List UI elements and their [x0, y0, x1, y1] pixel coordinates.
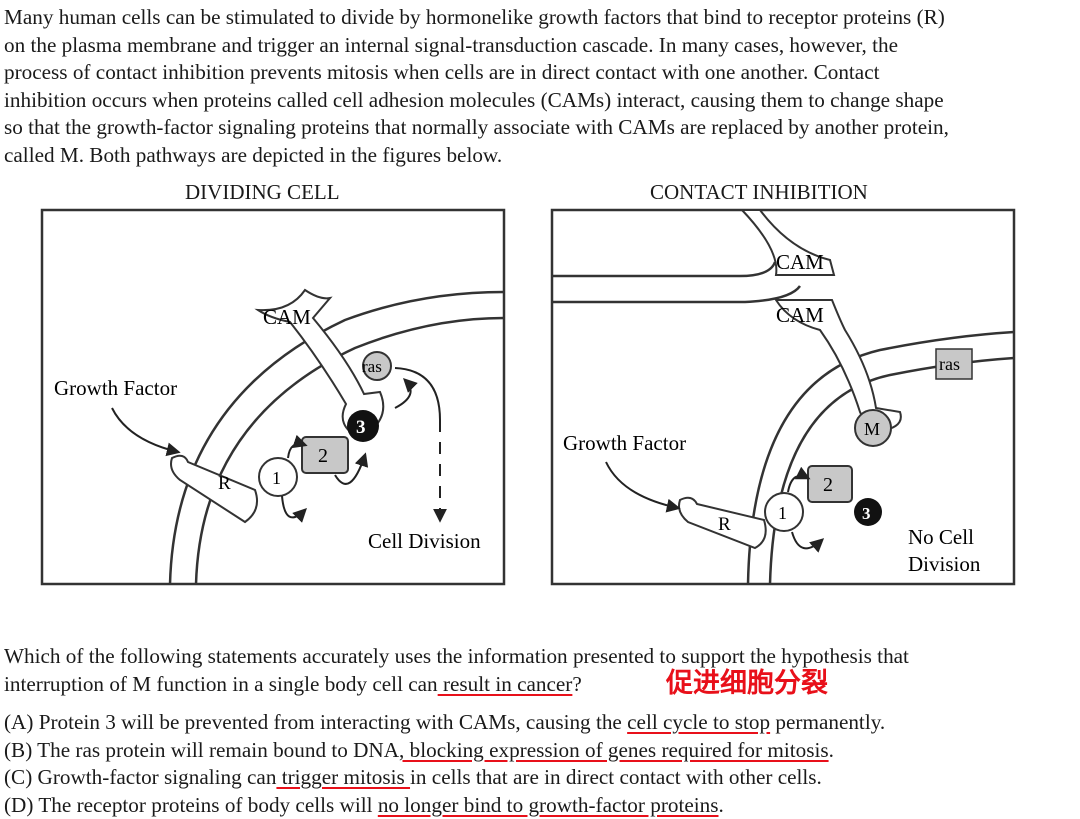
right-cam-lower-label: CAM — [776, 303, 824, 327]
right-protein-1-label: 1 — [778, 503, 787, 523]
option-b[interactable]: (B) The ras protein will remain bound to… — [4, 737, 834, 762]
question-stem: Which of the following statements accura… — [4, 643, 909, 698]
left-protein-2 — [301, 436, 349, 474]
left-frame — [40, 208, 506, 586]
left-figure-title: DIVIDING CELL — [185, 180, 340, 204]
left-protein-1-label: 1 — [272, 468, 281, 488]
right-ras-label: ras — [939, 354, 960, 374]
left-outcome-label: Cell Division — [368, 529, 481, 553]
right-cam-upper-protein — [739, 209, 836, 276]
contact-inhibition-diagram: CAM CAM M ras 2 1 3 R Growth Factor No C… — [550, 208, 1016, 586]
option-d[interactable]: (D) The receptor proteins of body cells … — [4, 792, 724, 817]
right-m-label: M — [864, 419, 880, 439]
right-protein-3-label: 3 — [862, 504, 871, 523]
answer-options: (A) Protein 3 will be prevented from int… — [4, 709, 885, 819]
right-outcome-line-1: No Cell — [908, 525, 974, 549]
right-growth-factor-label: Growth Factor — [563, 431, 686, 455]
right-protein-3 — [854, 498, 882, 526]
right-protein-1 — [764, 492, 804, 532]
left-protein-2-label: 2 — [318, 445, 328, 467]
right-frame — [550, 208, 1016, 586]
right-figure-title: CONTACT INHIBITION — [650, 180, 868, 204]
left-protein-3-label: 3 — [356, 417, 366, 438]
intro-line-2: on the plasma membrane and trigger an in… — [4, 32, 898, 57]
handwritten-annotation: 促进细胞分裂 — [666, 668, 828, 699]
right-protein-2-label: 2 — [823, 474, 833, 496]
intro-line-5: so that the growth-factor signaling prot… — [4, 115, 949, 139]
left-protein-3 — [347, 410, 379, 442]
option-a[interactable]: (A) Protein 3 will be prevented from int… — [4, 710, 886, 734]
left-protein-1 — [258, 457, 298, 497]
right-m-protein — [854, 409, 892, 447]
left-ras-protein — [362, 351, 392, 381]
intro-line-3: process of contact inhibition prevents m… — [4, 60, 880, 84]
left-cam-label: CAM — [263, 305, 311, 329]
option-c[interactable]: (C) Growth-factor signaling can trigger … — [4, 765, 822, 790]
intro-paragraph: Many human cells can be stimulated to di… — [4, 4, 1078, 169]
right-receptor-label: R — [718, 514, 731, 535]
dividing-cell-diagram: CAM ras 3 2 1 R Growth Factor Cell Divis… — [40, 208, 506, 586]
left-ras-label: ras — [362, 357, 382, 376]
left-receptor — [170, 454, 258, 524]
right-outcome-line-2: Division — [908, 552, 981, 576]
intro-line-4: inhibition occurs when proteins called c… — [4, 87, 944, 112]
right-cam-lower-protein — [774, 299, 902, 434]
question-line-1: Which of the following statements accura… — [4, 644, 909, 668]
intro-line-6: called M. Both pathways are depicted in … — [4, 142, 503, 167]
left-cam-protein — [254, 288, 385, 440]
question-line-2: interruption of M function in a single b… — [4, 671, 582, 696]
left-growth-factor-label: Growth Factor — [54, 376, 177, 400]
question-underline: result in cancer — [437, 671, 573, 696]
right-cam-upper-label: CAM — [776, 250, 824, 274]
intro-line-1: Many human cells can be stimulated to di… — [4, 5, 945, 29]
left-receptor-label: R — [218, 473, 231, 494]
right-ras-protein — [935, 348, 973, 380]
right-protein-2 — [807, 465, 853, 503]
